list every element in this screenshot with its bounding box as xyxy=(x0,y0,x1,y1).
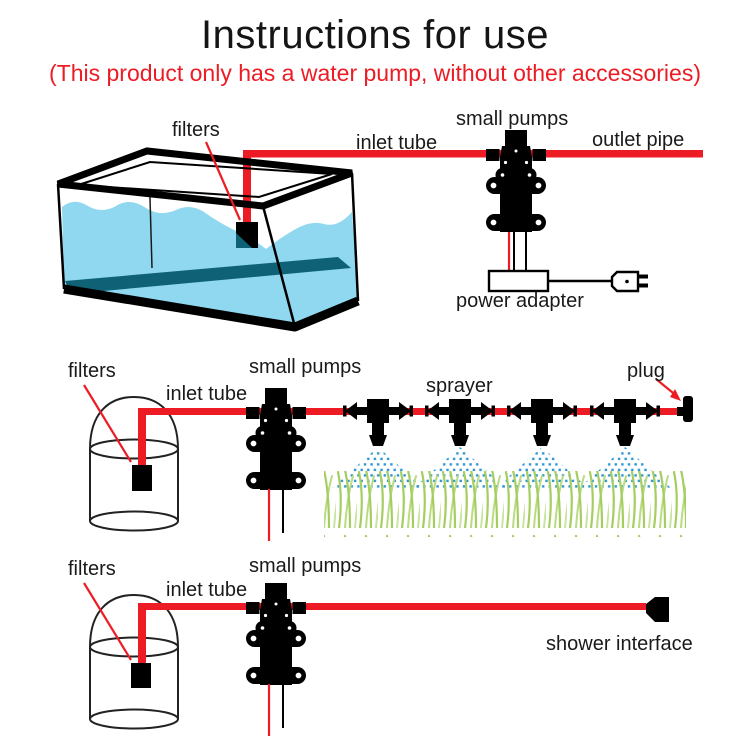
irrigation-filter xyxy=(132,465,152,491)
page-title: Instructions for use xyxy=(201,13,549,57)
shower-diagram xyxy=(83,582,669,736)
shower-main-pipe xyxy=(138,603,646,610)
aquarium-main-pipe xyxy=(247,150,703,158)
aquarium-filter-shade xyxy=(236,233,252,248)
ac-plug-icon xyxy=(610,270,648,293)
pointer-line-filters-mid xyxy=(83,384,132,463)
label-shower-interface: shower interface xyxy=(546,633,693,655)
label-plug: plug xyxy=(627,360,665,382)
aquarium-rim-inner xyxy=(77,160,333,199)
pointer-line-filters-top xyxy=(204,141,242,221)
pump-icon-mid xyxy=(246,388,306,490)
aquarium-drop-tube xyxy=(243,150,251,223)
label-filters-bot: filters xyxy=(68,558,116,580)
label-inlet-tube-mid: inlet tube xyxy=(166,383,248,405)
label-inlet-tube-bot: inlet tube xyxy=(166,579,248,601)
label-sprayer: sprayer xyxy=(426,375,493,397)
label-small-pumps-bot: small pumps xyxy=(249,555,362,577)
label-filters-top: filters xyxy=(172,119,220,141)
irrigation-drop-tube xyxy=(138,408,146,465)
label-power-adapter: power adapter xyxy=(456,290,584,312)
sprayer-icon-2 xyxy=(425,399,495,446)
irrigation-diagram xyxy=(83,378,693,541)
end-plug-icon xyxy=(677,396,693,422)
pump-outlet-stub xyxy=(513,230,527,274)
aquarium-edge-front xyxy=(261,205,297,328)
aquarium-rim-fill xyxy=(58,151,352,206)
power-adapter-box xyxy=(487,269,550,293)
aquarium-edge-right xyxy=(350,172,360,302)
aquarium-water xyxy=(62,201,358,327)
pointer-arrowhead-plug xyxy=(670,389,681,401)
label-small-pumps-top: small pumps xyxy=(456,108,569,130)
pump-icon-top xyxy=(486,130,546,232)
pointer-line-filters-bot xyxy=(83,582,132,661)
sprayer-icon-3 xyxy=(507,399,577,446)
aquarium-diagram xyxy=(56,130,703,332)
aquarium-edge-left xyxy=(56,183,66,290)
grass-band xyxy=(324,471,686,537)
label-filters-mid: filters xyxy=(68,360,116,382)
label-outlet-pipe: outlet pipe xyxy=(592,129,685,151)
label-small-pumps-mid: small pumps xyxy=(249,356,362,378)
page-subtitle: (This product only has a water pump, wit… xyxy=(49,60,701,86)
aquarium-rim-outer xyxy=(56,147,354,210)
pump-icon-bot xyxy=(246,583,306,685)
label-inlet-tube-top: inlet tube xyxy=(356,132,438,154)
sprayer-icon-4 xyxy=(590,399,660,446)
sprayer-icon-1 xyxy=(343,399,413,446)
shower-filter xyxy=(131,663,151,688)
shower-interface-icon xyxy=(646,597,669,622)
shower-drop-tube xyxy=(138,603,146,663)
